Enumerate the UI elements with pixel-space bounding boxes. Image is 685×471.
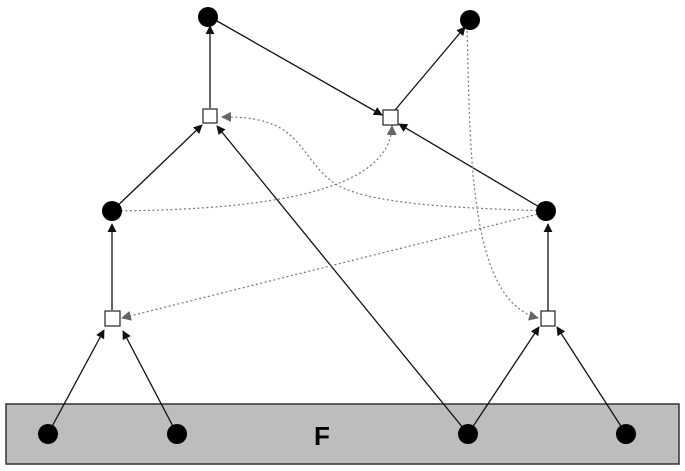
circle-node-mid-right [536, 201, 556, 221]
dotted-edge-mid-left-to-sq-top-right [111, 125, 397, 212]
dotted-edge-mid-right-to-sq-top-left [221, 111, 547, 212]
dotted-edge-top-right-to-sq-right [466, 21, 539, 321]
square-node-top-left [202, 108, 218, 124]
circle-node-top-left [198, 7, 218, 27]
edge-b3-to-sq-top-left [216, 125, 469, 435]
circle-node-base-2 [167, 424, 187, 444]
circle-node-mid-left [102, 201, 122, 221]
edge-b2-to-sq-left [122, 330, 178, 435]
circle-node-base-4 [616, 424, 636, 444]
edge-mid-left-to-sq-top-left [111, 124, 203, 212]
edge-b4-to-sq-right [556, 326, 627, 435]
square-node-left [104, 310, 121, 327]
edge-top-left-to-sq-top-right [209, 16, 383, 116]
circle-node-base-3 [458, 424, 478, 444]
base-box-f [5, 403, 680, 465]
edge-b1-to-sq-left [47, 329, 105, 435]
square-node-top-right [382, 109, 399, 126]
circle-node-base-1 [38, 424, 58, 444]
edge-sq-top-right-to-top-right [389, 26, 466, 117]
square-node-right [540, 310, 556, 327]
circle-node-top-right [460, 10, 480, 30]
base-label: F [314, 421, 330, 451]
edge-b3-to-sq-right [467, 326, 540, 435]
dotted-edge-mid-right-to-sq-left [121, 211, 547, 321]
